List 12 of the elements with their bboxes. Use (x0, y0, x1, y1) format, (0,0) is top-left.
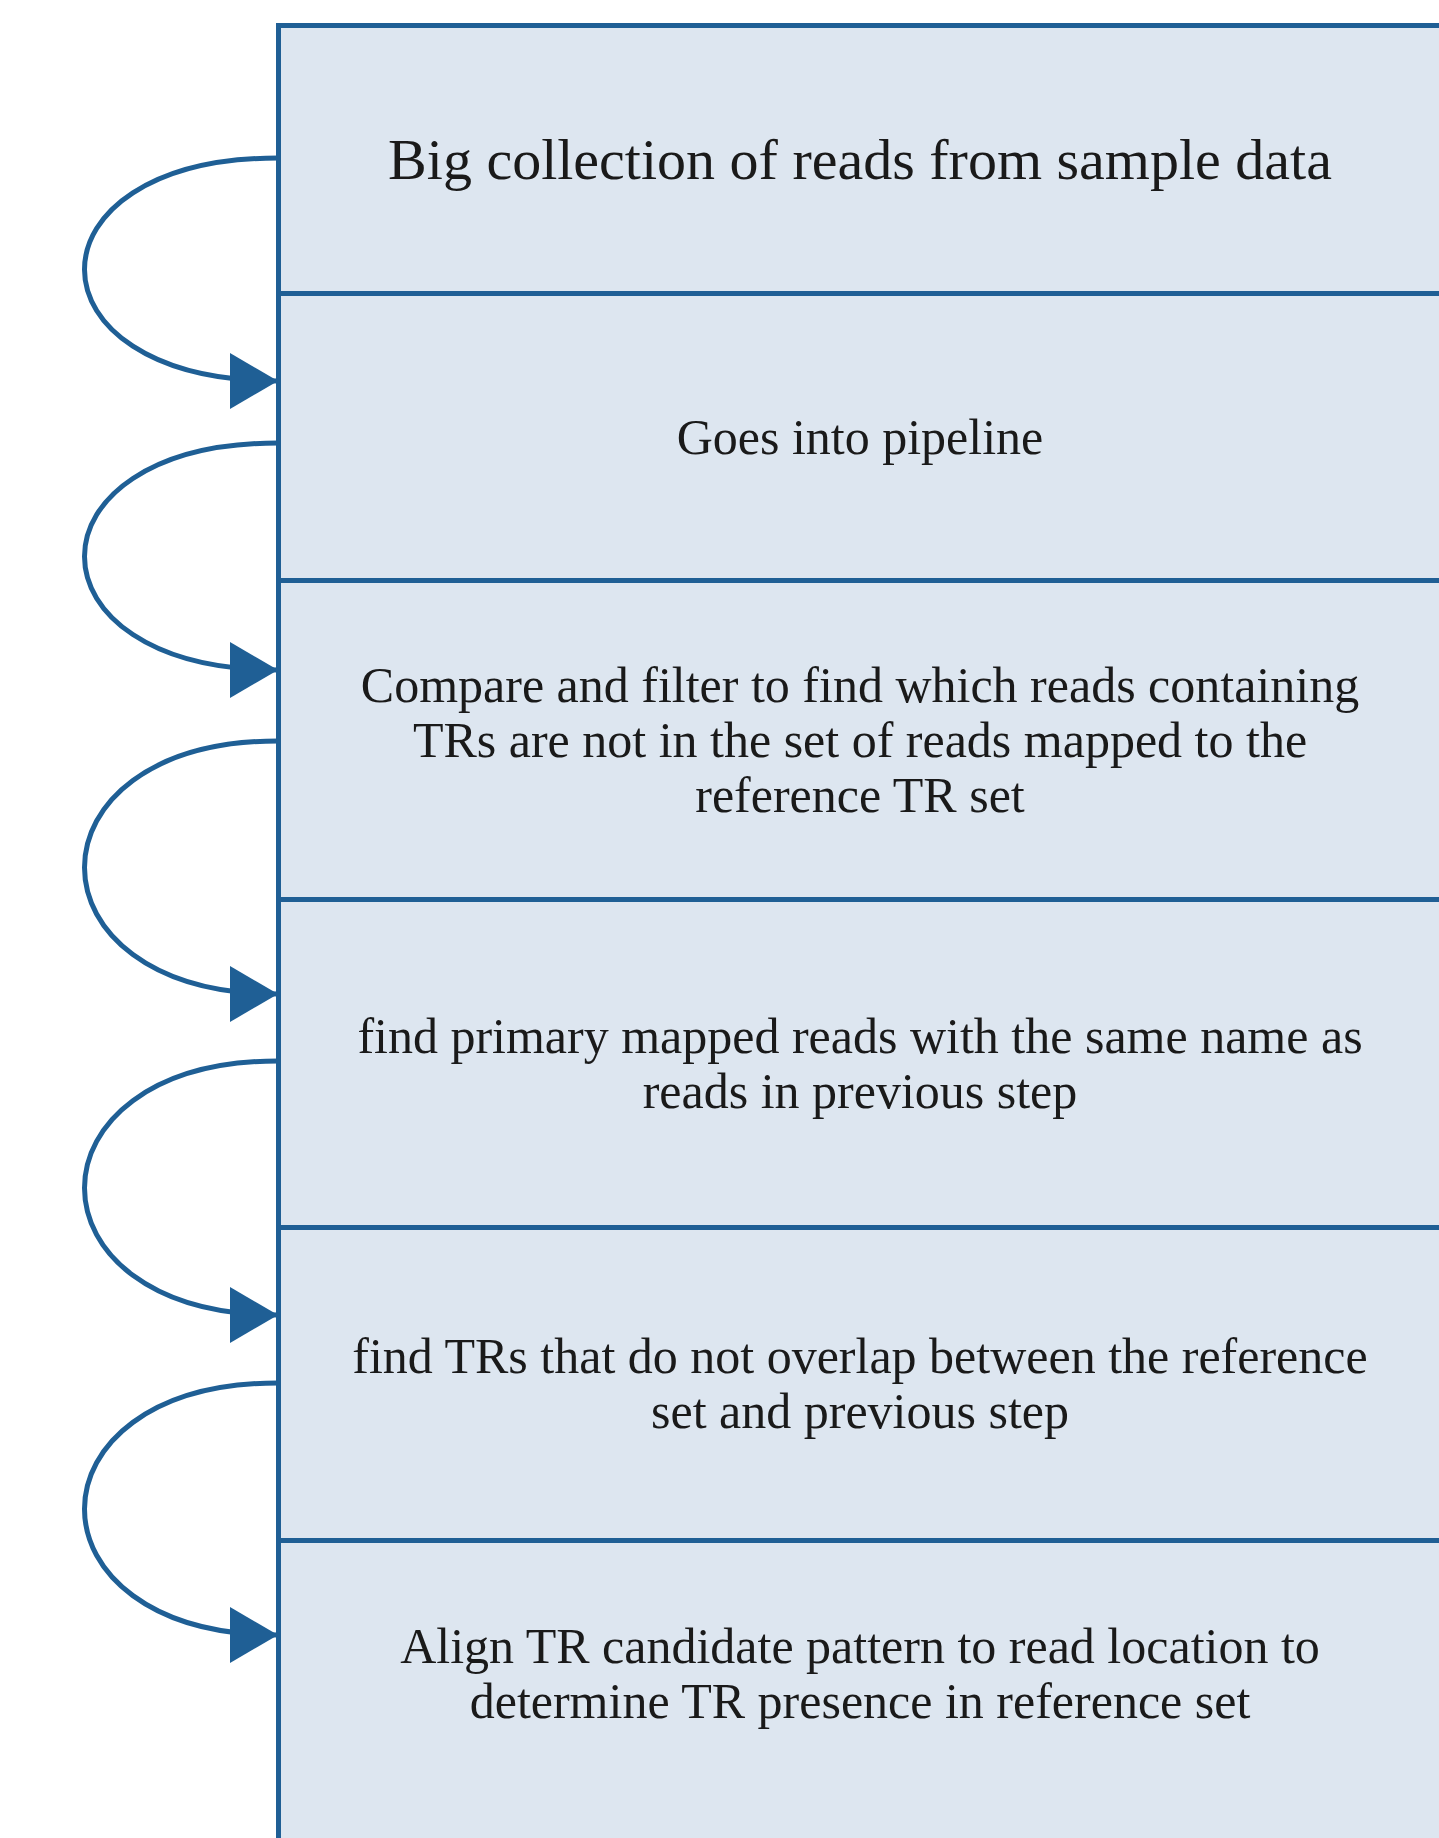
step-text: Align TR candidate pattern to read location to determine TR presence in reference set (399, 1619, 1321, 1729)
process-box (276, 578, 1439, 897)
process-box (276, 1225, 1439, 1538)
process-box (276, 291, 1439, 578)
process-box (276, 1538, 1439, 1838)
step-text: Compare and filter to find which reads containing TRs are not in the set of reads mapped to the reference TR set (359, 657, 1361, 823)
process-box (276, 897, 1439, 1225)
step-text: find TRs that do not overlap between the reference set and previous step (351, 1329, 1369, 1439)
step-text: Goes into pipeline (676, 409, 1044, 465)
step-text: find primary mapped reads with the same name as reads in previous step (356, 1008, 1364, 1119)
step-text: Big collection of reads from sample data (388, 127, 1332, 192)
process-box (276, 23, 1439, 291)
